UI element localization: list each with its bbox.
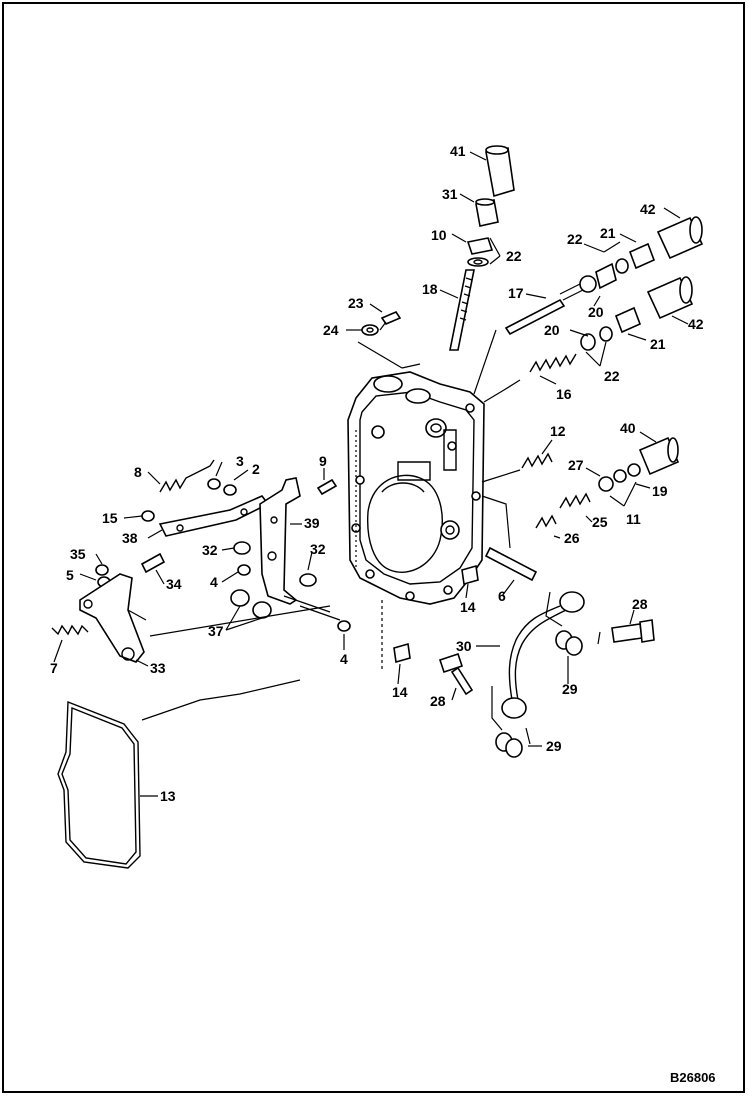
adjust-screw-18: [449, 269, 475, 351]
callout-29: 29: [562, 681, 578, 697]
callout-labels: 41 31 10 22 18 23 24 17 22 21 42 20 20 4…: [50, 143, 704, 804]
callout-31: 31: [442, 186, 458, 202]
lever-38: [158, 495, 270, 537]
nut-4-left: [237, 564, 251, 576]
bushing-32-left: [233, 541, 251, 555]
callout-3: 3: [236, 453, 244, 469]
callout-6: 6: [498, 588, 506, 604]
cap-40: [638, 436, 680, 476]
screw-23: [379, 311, 402, 331]
gasket-13: [57, 700, 141, 869]
callout-30: 30: [456, 638, 472, 654]
callout-25: 25: [592, 514, 608, 530]
bushing-32-right: [299, 573, 317, 587]
leader-lines: [53, 151, 689, 797]
washer-15: [141, 510, 155, 522]
callout-21: 21: [600, 225, 616, 241]
callout-2: 2: [252, 461, 260, 477]
lever-33: [79, 573, 145, 663]
callout-21: 21: [650, 336, 666, 352]
bolt-34: [140, 552, 166, 574]
callout-28: 28: [430, 693, 446, 709]
callout-22: 22: [604, 368, 620, 384]
callout-14: 14: [460, 599, 476, 615]
spring-16: [529, 353, 577, 373]
cap-42-lower: [646, 276, 694, 320]
fitting-31: [475, 198, 499, 227]
callout-20: 20: [588, 304, 604, 320]
callout-16: 16: [556, 386, 572, 402]
screw-14-lower: [393, 642, 411, 664]
callout-27: 27: [568, 457, 584, 473]
banjo-bolt-28-left: [438, 652, 474, 696]
callout-9: 9: [319, 453, 327, 469]
callout-19: 19: [652, 483, 668, 499]
callout-41: 41: [450, 143, 466, 159]
callout-24: 24: [323, 322, 339, 338]
callout-12: 12: [550, 423, 566, 439]
callout-17: 17: [508, 285, 524, 301]
callout-26: 26: [564, 530, 580, 546]
top-cap-41: [485, 145, 515, 198]
callout-33: 33: [150, 660, 166, 676]
callout-18: 18: [422, 281, 438, 297]
callout-14: 14: [392, 684, 408, 700]
pin-9: [316, 478, 338, 496]
callout-42: 42: [688, 316, 704, 332]
callout-29: 29: [546, 738, 562, 754]
spring-12: [521, 452, 553, 469]
callout-34: 34: [166, 576, 182, 592]
oil-line-30: [501, 591, 585, 719]
callout-4: 4: [210, 574, 218, 590]
spring-7: [51, 624, 89, 636]
pin-6: [484, 546, 538, 582]
callout-13: 13: [160, 788, 176, 804]
nut-4-right: [337, 620, 351, 632]
washers-29-lower: [495, 732, 523, 758]
washer-24: [361, 324, 379, 336]
callout-37: 37: [208, 623, 224, 639]
nuts-washers-upper: [579, 242, 656, 293]
callout-10: 10: [431, 227, 447, 243]
bracket-39: [259, 477, 301, 605]
nuts-washers-lower: [580, 306, 642, 351]
spring-26: [535, 514, 557, 529]
callout-32: 32: [310, 541, 326, 557]
callout-22: 22: [567, 231, 583, 247]
callout-28: 28: [632, 596, 648, 612]
governor-housing: [347, 371, 485, 605]
washers-27-19: [598, 463, 641, 492]
spring-8: [159, 459, 215, 493]
callout-22: 22: [506, 248, 522, 264]
plunger-17: [504, 283, 584, 336]
callout-8: 8: [134, 464, 142, 480]
callout-5: 5: [66, 567, 74, 583]
callout-20: 20: [544, 322, 560, 338]
callout-38: 38: [122, 530, 138, 546]
callout-4: 4: [340, 651, 348, 667]
rollers-37: [230, 589, 272, 619]
callout-7: 7: [50, 660, 58, 676]
callout-35: 35: [70, 546, 86, 562]
drawing-code: B26806: [670, 1070, 716, 1085]
callout-40: 40: [620, 420, 636, 436]
washers-3-2: [207, 478, 237, 496]
callout-39: 39: [304, 515, 320, 531]
callout-15: 15: [102, 510, 118, 526]
screw-14-upper: [461, 564, 479, 586]
cap-42-upper: [656, 216, 704, 260]
callout-32: 32: [202, 542, 218, 558]
callout-11: 11: [626, 511, 641, 527]
callout-23: 23: [348, 295, 364, 311]
nut-35: [95, 564, 109, 576]
callout-42: 42: [640, 201, 656, 217]
banjo-bolt-28-right: [611, 619, 655, 643]
washers-29-upper: [555, 630, 583, 656]
spring-25: [559, 492, 591, 509]
nut-washer-10-22: [466, 237, 494, 267]
